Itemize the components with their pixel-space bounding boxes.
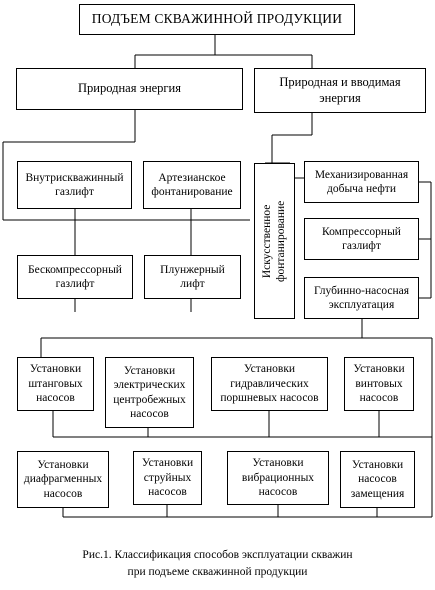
rod-pump-units-box: Установки штанговых насосов	[17, 357, 94, 411]
artesian-flowing-box: Артезианское фонтанирование	[143, 161, 241, 209]
jet-pump-units-label: Установки струйных насосов	[141, 457, 194, 499]
replacement-pump-units-label: Установки насосов замещения	[350, 458, 405, 500]
replacement-pump-units-box: Установки насосов замещения	[340, 451, 415, 508]
plunger-lift-box: Плунжерный лифт	[144, 255, 241, 299]
mechanized-production-label: Механизированная добыча нефти	[314, 168, 409, 195]
screw-pump-units-box: Установки винтовых насосов	[344, 357, 414, 411]
hydraulic-piston-units-box: Установки гидравлических поршневых насос…	[211, 357, 328, 411]
artificial-flowing-box: Искусственное фонтанирование	[254, 163, 295, 319]
mechanized-production-box: Механизированная добыча нефти	[304, 161, 419, 203]
hydraulic-piston-units-label: Установки гидравлических поршневых насос…	[220, 363, 319, 405]
downhole-gaslift-box: Внутрискважинный газлифт	[17, 161, 132, 209]
deep-pump-operation-label: Глубинно-насосная эксплуатация	[313, 284, 410, 311]
jet-pump-units-box: Установки струйных насосов	[133, 451, 202, 505]
natural-and-input-energy-label: Природная и вводимая энергия	[279, 74, 401, 105]
artesian-flowing-label: Артезианское фонтанирование	[151, 171, 233, 198]
compressorless-gaslift-box: Бескомпрессорный газлифт	[17, 255, 133, 299]
diaphragm-pump-units-box: Установки диафрагменных насосов	[17, 451, 109, 508]
diaphragm-pump-units-label: Установки диафрагменных насосов	[23, 458, 103, 500]
artificial-flowing-label: Искусственное фонтанирование	[261, 200, 288, 282]
electric-centrifugal-units-box: Установки электрических центробежных нас…	[105, 357, 194, 428]
compressorless-gaslift-label: Бескомпрессорный газлифт	[28, 263, 122, 290]
screw-pump-units-label: Установки винтовых насосов	[353, 363, 405, 405]
vibration-pump-units-label: Установки вибрационных насосов	[241, 457, 315, 499]
compressor-gaslift-label: Компрессорный газлифт	[322, 225, 401, 252]
vibration-pump-units-box: Установки вибрационных насосов	[227, 451, 329, 505]
compressor-gaslift-box: Компрессорный газлифт	[304, 218, 419, 260]
natural-energy-label: Природная энергия	[78, 81, 181, 96]
figure-caption-text: Рис.1. Классификация способов эксплуатац…	[82, 549, 353, 579]
natural-and-input-energy-box: Природная и вводимая энергия	[254, 68, 426, 113]
deep-pump-operation-box: Глубинно-насосная эксплуатация	[304, 277, 419, 319]
downhole-gaslift-label: Внутрискважинный газлифт	[25, 171, 124, 198]
natural-energy-box: Природная энергия	[16, 68, 243, 110]
electric-centrifugal-units-label: Установки электрических центробежных нас…	[113, 364, 186, 420]
plunger-lift-label: Плунжерный лифт	[160, 263, 225, 290]
root-box: ПОДЪЕМ СКВАЖИННОЙ ПРОДУКЦИИ	[79, 4, 355, 35]
root-label: ПОДЪЕМ СКВАЖИННОЙ ПРОДУКЦИИ	[91, 11, 343, 27]
rod-pump-units-label: Установки штанговых насосов	[28, 363, 83, 405]
figure-caption: Рис.1. Классификация способов эксплуатац…	[0, 547, 435, 582]
